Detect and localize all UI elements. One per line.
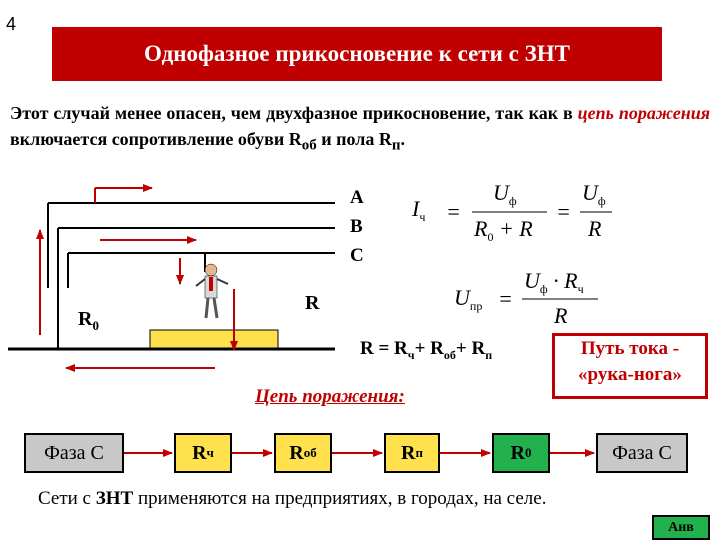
slide-title: Однофазное прикосновение к сети с ЗНТ <box>144 41 570 66</box>
path-line-2: «рука-нога» <box>578 364 682 385</box>
intro-text: включается сопротивление обуви R <box>10 129 302 149</box>
current-formula-lhs: Iч <box>412 196 426 224</box>
intro-text: и пола R <box>316 129 392 149</box>
r-label: R <box>305 292 320 314</box>
formula1-numerator: Uф <box>493 180 517 208</box>
intro-sub: об <box>301 137 317 154</box>
current-path-box: Путь тока - «рука-нога» <box>552 333 708 399</box>
equals-sign: = <box>556 199 571 224</box>
phase-label-a: A <box>350 187 364 208</box>
intro-paragraph: Этот случай менее опасен, чем двухфазное… <box>10 100 710 159</box>
formula1-denominator-2: R <box>588 216 602 241</box>
chain-box-phase-start: Фаза С <box>24 433 124 473</box>
formula2-numerator: Uф · Rч <box>524 268 584 296</box>
voltage-formula-lhs: Uпр <box>454 285 483 313</box>
footer-text: Сети с ЗНТ применяются на предприятиях, … <box>38 488 547 509</box>
phase-label-c: C <box>350 245 364 266</box>
person-icon <box>195 263 229 319</box>
title-bar: Однофазное прикосновение к сети с ЗНТ <box>52 27 662 81</box>
equals-sign: = <box>446 199 461 224</box>
intro-text: . <box>400 129 406 149</box>
intro-highlight: цепь поражения <box>577 103 710 123</box>
intro-text: Этот случай менее опасен, чем двухфазное… <box>10 103 578 123</box>
path-line-1: Путь тока - <box>580 338 680 359</box>
slide-number: 4 <box>6 14 17 34</box>
circuit-label: Цепь поражения: <box>255 386 405 407</box>
floor-insulation <box>149 329 279 349</box>
resistance-sum: R = Rч+ Rоб+ Rп <box>360 338 493 362</box>
equals-sign: = <box>498 286 513 311</box>
chain-box-phase-end: Фаза С <box>596 433 688 473</box>
intro-sub: п <box>391 137 401 154</box>
formula1-denominator: R0 + R <box>474 216 533 244</box>
phase-label-b: B <box>350 216 363 237</box>
formula2-denominator: R <box>554 303 568 328</box>
anv-button[interactable]: Анв <box>652 515 710 540</box>
r0-label: R0 <box>78 308 99 333</box>
formula1-numerator-2: Uф <box>582 180 606 208</box>
